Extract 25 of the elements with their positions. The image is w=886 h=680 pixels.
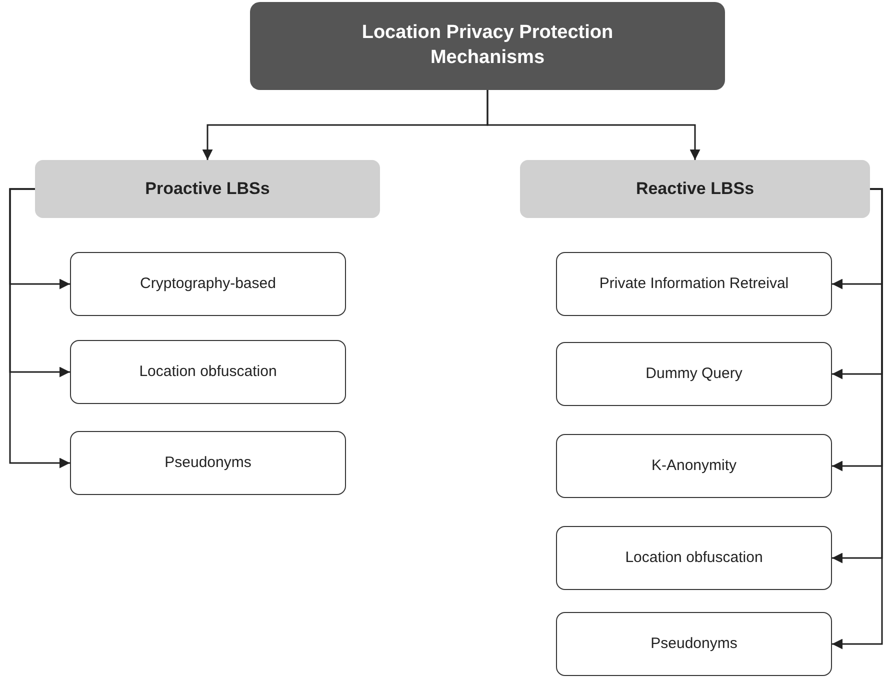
connector-arrow (486, 90, 700, 160)
node-label: Private Information Retreival (599, 274, 789, 294)
category-box (35, 160, 380, 218)
method-box (70, 431, 346, 495)
category-box (520, 160, 870, 218)
method-box (70, 340, 346, 404)
node-label: Pseudonyms (164, 453, 252, 473)
node-label: Cryptography-based (140, 274, 276, 294)
node-label: Dummy Query (646, 364, 742, 384)
method-box (556, 526, 832, 590)
method-box (556, 252, 832, 316)
method-box (556, 612, 832, 676)
node-label: Pseudonyms (650, 634, 738, 654)
connector-arrow (9, 188, 70, 468)
node-label: Location obfuscation (625, 548, 763, 568)
node-label: K-Anonymity (651, 456, 737, 476)
node-label: Reactive LBSs (636, 178, 754, 200)
method-box (556, 342, 832, 406)
node-label: Location Privacy Protection Mechanisms (360, 21, 614, 70)
title-box (250, 2, 725, 90)
method-box (556, 434, 832, 498)
node-label: Proactive LBSs (145, 178, 270, 200)
method-box (70, 252, 346, 316)
node-label: Location obfuscation (139, 362, 277, 382)
connector-arrow (832, 188, 883, 650)
